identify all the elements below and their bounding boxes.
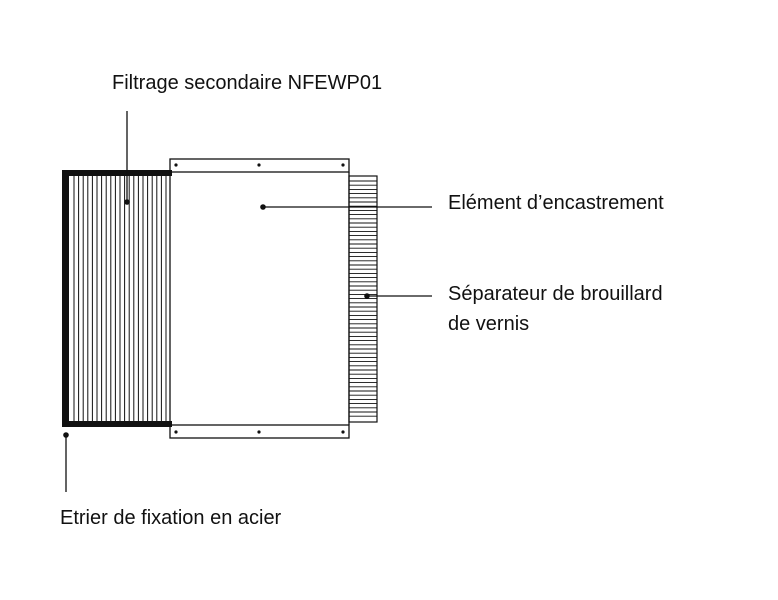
secondary-filter-pleats — [73, 176, 167, 421]
label-paint-mist-separator-line1: Séparateur de brouillard — [448, 283, 663, 305]
leader-separator — [364, 293, 432, 299]
leader-steel-bracket — [63, 432, 69, 492]
flange-rivets — [174, 163, 345, 434]
mounting-element — [169, 158, 350, 439]
steel-bracket — [62, 170, 172, 427]
label-mounting-element: Elément d’encastrement — [448, 192, 664, 214]
label-steel-bracket: Etrier de fixation en acier — [60, 507, 282, 529]
label-secondary-filter: Filtrage secondaire NFEWP01 — [112, 72, 383, 94]
leader-secondary-filter — [124, 111, 130, 205]
label-paint-mist-separator-line2: de vernis — [448, 313, 530, 335]
leader-mounting-element — [260, 204, 432, 210]
paint-mist-separator — [348, 175, 378, 423]
label-paint-mist-separator: Séparateur de brouillard de vernis — [448, 279, 663, 339]
